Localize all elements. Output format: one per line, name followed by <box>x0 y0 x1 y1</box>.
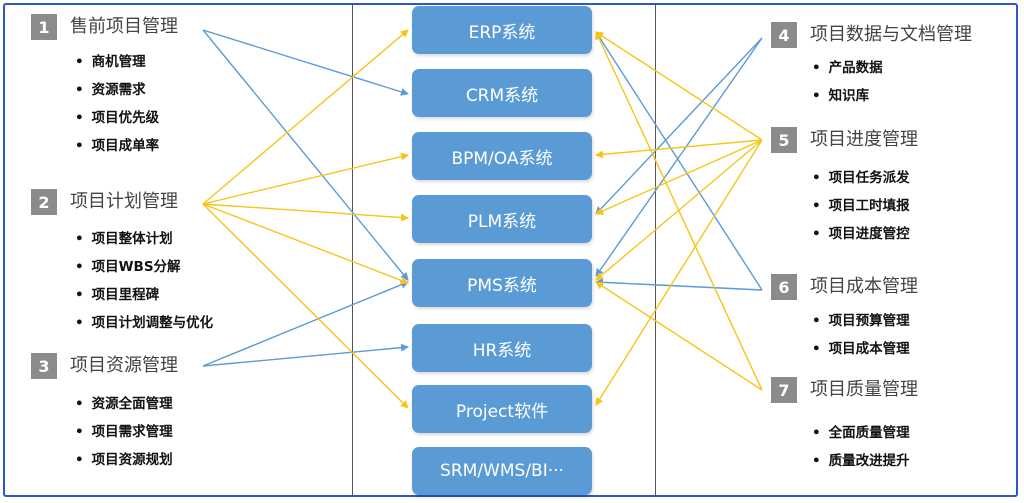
right-divider <box>655 3 656 497</box>
group-number-badge: 1 <box>31 14 57 40</box>
list-item: 项目预算管理 <box>812 307 910 335</box>
list-item: 项目WBS分解 <box>75 253 213 281</box>
list-item: 知识库 <box>812 82 883 110</box>
group-number-badge: 5 <box>771 127 797 153</box>
list-item: 项目成单率 <box>75 132 160 160</box>
system-box-project: Project软件 <box>412 385 592 433</box>
system-box-crm: CRM系统 <box>412 69 592 117</box>
list-item: 项目计划调整与优化 <box>75 309 214 337</box>
group-title: 项目成本管理 <box>810 276 918 297</box>
system-box-srm-wms-bi: SRM/WMS/BI··· <box>412 447 592 495</box>
group-title: 售前项目管理 <box>70 16 178 37</box>
system-box-plm: PLM系统 <box>412 195 592 243</box>
group-items: 全面质量管理 质量改进提升 <box>812 419 910 475</box>
list-item: 项目进度管控 <box>812 220 910 248</box>
system-box-hr: HR系统 <box>412 324 592 372</box>
group-items: 项目任务派发 项目工时填报 项目进度管控 <box>812 164 910 248</box>
group-items: 项目预算管理 项目成本管理 <box>812 307 910 363</box>
group-items: 产品数据 知识库 <box>812 54 883 110</box>
group-number-badge: 3 <box>31 353 57 379</box>
list-item: 项目里程碑 <box>75 281 213 309</box>
list-item: 项目任务派发 <box>812 164 910 192</box>
group-title: 项目计划管理 <box>70 191 178 212</box>
list-item: 项目优先级 <box>75 104 160 132</box>
system-box-bpm-oa: BPM/OA系统 <box>412 132 592 180</box>
group-number-badge: 2 <box>31 189 57 215</box>
list-item: 项目成本管理 <box>812 335 910 363</box>
list-item: 商机管理 <box>75 48 159 76</box>
list-item: 项目资源规划 <box>75 446 173 474</box>
group-number-badge: 6 <box>771 274 797 300</box>
list-item: 全面质量管理 <box>812 419 910 447</box>
list-item: 项目工时填报 <box>812 192 910 220</box>
group-title: 项目资源管理 <box>70 355 178 376</box>
group-title: 项目数据与文档管理 <box>810 24 972 45</box>
system-box-pms: PMS系统 <box>412 259 592 307</box>
list-item: 资源需求 <box>75 76 159 104</box>
list-item: 资源全面管理 <box>75 390 173 418</box>
list-item: 项目整体计划 <box>75 225 213 253</box>
list-item: 项目需求管理 <box>75 418 173 446</box>
group-number-badge: 4 <box>771 22 797 48</box>
left-divider <box>352 3 353 497</box>
system-box-erp: ERP系统 <box>412 6 592 54</box>
group-number-badge: 7 <box>771 377 797 403</box>
list-item: 质量改进提升 <box>812 447 910 475</box>
group-title: 项目进度管理 <box>810 129 918 150</box>
group-title: 项目质量管理 <box>810 379 918 400</box>
group-items: 项目整体计划 项目WBS分解 项目里程碑 项目计划调整与优化 <box>75 225 214 337</box>
group-items: 资源全面管理 项目需求管理 项目资源规划 <box>75 390 173 474</box>
group-items: 商机管理 资源需求 项目优先级 项目成单率 <box>75 48 160 160</box>
list-item: 产品数据 <box>812 54 883 82</box>
